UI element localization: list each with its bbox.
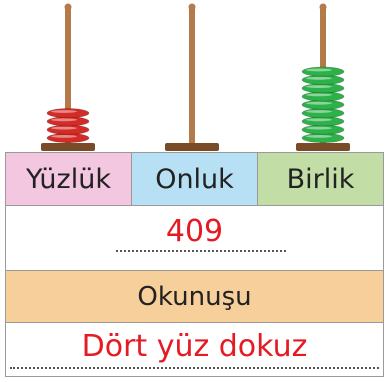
bead-birlik [301,83,345,94]
number-answer: 409 [165,214,224,249]
bead-highlight-birlik [306,93,332,97]
bead-birlik [301,74,345,85]
bead-highlight-birlik [306,101,332,105]
bead-highlight-yuzluk [51,126,77,130]
rod-cap-birlik [319,3,327,11]
bead-highlight-birlik [306,85,332,88]
rod-cap-yuzluk [64,3,72,11]
bead-highlight-birlik [306,68,332,72]
place-value-headers: Yüzlük Onluk Birlik [6,153,383,206]
rod-base-onluk [165,143,219,151]
header-yuzluk: Yüzlük [6,153,132,205]
bead-yuzluk [46,124,90,135]
bead-highlight-yuzluk [51,118,77,122]
rod-base-yuzluk [41,143,95,151]
bead-birlik [301,116,345,127]
reading-text-row: Dört yüz dokuz [6,323,383,376]
bead-highlight-birlik [306,135,332,138]
bead-birlik [301,132,345,143]
bead-highlight-birlik [306,126,332,130]
number-dotted-line [116,250,286,252]
bead-birlik [301,91,345,102]
bead-highlight-birlik [306,118,332,122]
bead-highlight-birlik [306,76,332,80]
rod-base-birlik [296,143,350,151]
reading-answer: Dört yüz dokuz [81,329,308,364]
bead-birlik [301,66,345,77]
number-row: 409 [6,206,383,271]
bead-yuzluk [46,132,90,143]
header-birlik: Birlik [258,153,383,205]
bead-birlik [301,124,345,135]
bead-yuzluk [46,108,90,119]
reading-label: Okunuşu [137,281,252,312]
bead-highlight-yuzluk [51,135,77,138]
abacus [41,3,350,151]
reading-label-row: Okunuşu [6,271,383,323]
bead-birlik [301,99,345,110]
bead-highlight-yuzluk [51,110,77,113]
bead-highlight-birlik [306,110,332,113]
header-onluk: Onluk [132,153,258,205]
rod-onluk [189,6,195,147]
reading-dotted-line [10,367,379,369]
bead-birlik [301,108,345,119]
rod-cap-onluk [188,3,196,11]
place-value-table: Yüzlük Onluk Birlik 409 Okunuşu Dört yüz… [5,152,384,377]
bead-yuzluk [46,116,90,127]
